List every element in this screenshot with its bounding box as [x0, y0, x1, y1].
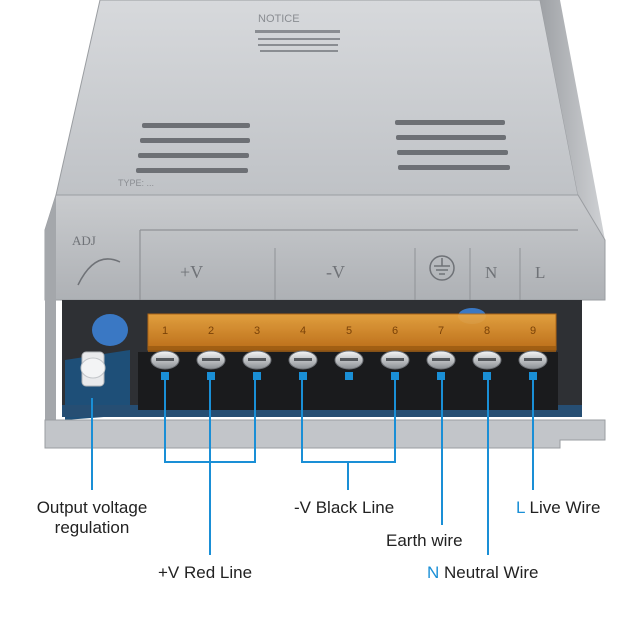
terminal-number-6: 6 — [392, 325, 398, 337]
terminal-screw-3[interactable] — [242, 350, 272, 380]
neutral-letter: N — [427, 563, 440, 582]
terminal-number-3: 3 — [254, 325, 260, 337]
housing-left-side — [45, 195, 56, 440]
side-type-label: TYPE: ... — [118, 178, 154, 188]
voltage-adjust-knob[interactable] — [80, 351, 106, 387]
n-terminal-label: N — [485, 263, 497, 282]
terminal-cover — [147, 313, 557, 352]
terminal-screw-9[interactable] — [518, 350, 548, 380]
terminal-screw-8[interactable] — [472, 350, 502, 380]
housing-top — [55, 0, 605, 240]
output-voltage-line2: regulation — [54, 518, 130, 537]
earth-symbol-icon — [429, 255, 455, 281]
live-text: Live Wire — [524, 498, 601, 517]
terminal-screws — [150, 350, 548, 380]
callout-lines — [91, 380, 534, 555]
live-wire-label: L Live Wire — [516, 498, 600, 518]
minus-v-black-line-label: -V Black Line — [294, 498, 395, 517]
terminal-number-1: 1 — [162, 325, 168, 337]
vent-right — [395, 120, 510, 170]
printed-notice — [255, 30, 340, 52]
terminal-number-8: 8 — [484, 325, 490, 337]
housing-front — [44, 194, 606, 301]
top-notice-label: NOTICE — [258, 13, 300, 25]
plus-v-label: +V — [180, 262, 203, 282]
terminal-screw-6[interactable] — [380, 350, 410, 380]
plus-v-red-line-label: +V Red Line — [158, 563, 253, 582]
terminal-number-7: 7 — [438, 325, 444, 337]
output-voltage-line1: Output voltage — [36, 498, 148, 517]
neutral-wire-label: N Neutral Wire — [427, 563, 538, 583]
terminal-numbers: 1 2 3 4 5 6 7 8 9 — [162, 325, 536, 337]
vent-left — [136, 123, 250, 173]
terminal-screw-5[interactable] — [334, 350, 364, 380]
terminal-number-5: 5 — [346, 325, 352, 337]
earth-wire-label: Earth wire — [386, 531, 463, 550]
housing-bottom — [44, 419, 606, 449]
terminal-number-2: 2 — [208, 325, 214, 337]
minus-v-label: -V — [326, 262, 345, 282]
terminal-screw-4[interactable] — [288, 350, 318, 380]
terminal-screw-2[interactable] — [196, 350, 226, 380]
output-voltage-label: Output voltage regulation — [30, 498, 154, 538]
l-terminal-label: L — [535, 263, 545, 282]
adj-label: ADJ — [72, 233, 96, 248]
adj-arrow-icon — [77, 258, 121, 286]
neutral-text: Neutral Wire — [439, 563, 539, 582]
terminal-number-4: 4 — [300, 325, 306, 337]
live-letter: L — [516, 498, 525, 517]
terminal-screw-7[interactable] — [426, 350, 456, 380]
blue-capacitor — [92, 314, 128, 346]
terminal-number-9: 9 — [530, 325, 536, 337]
terminal-screw-1[interactable] — [150, 350, 180, 380]
